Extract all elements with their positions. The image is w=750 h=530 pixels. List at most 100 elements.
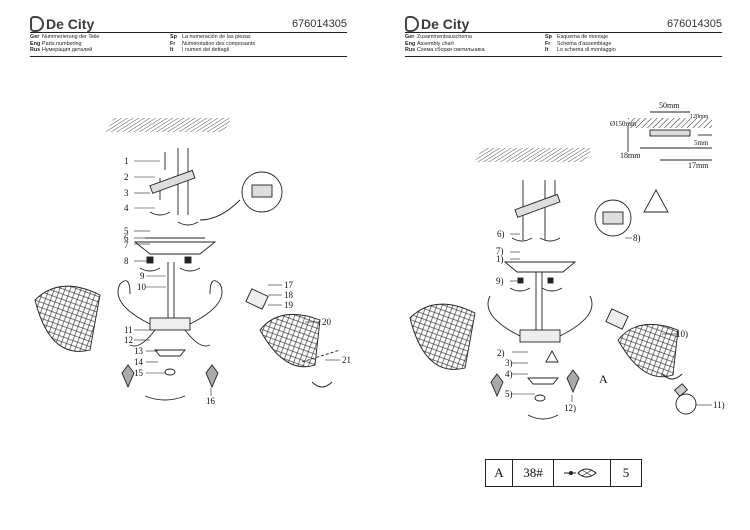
- crystal-pendant: [205, 364, 219, 389]
- mounting-bracket: [149, 169, 196, 194]
- part-label: 8: [124, 256, 129, 266]
- table-cell-letter: A: [486, 460, 513, 486]
- bulb-icon: [675, 393, 697, 415]
- nut: [146, 256, 154, 264]
- arm: [184, 329, 211, 347]
- dimension-label: 50mm: [659, 101, 680, 110]
- part-label: 12: [124, 335, 133, 345]
- brand-logo: De City: [30, 16, 94, 32]
- part-label: 10: [137, 282, 147, 292]
- rotate-arrow: [149, 211, 171, 216]
- step-label: 5): [505, 389, 513, 399]
- legend-rule: [405, 56, 722, 57]
- canopy: [503, 261, 577, 273]
- table-cell-size: 38#: [513, 460, 554, 486]
- bulb: [301, 349, 341, 363]
- finial-plate: [527, 377, 559, 385]
- step-label: 6): [497, 229, 505, 239]
- rotate-arrow: [511, 237, 533, 242]
- crystal-pendant: [121, 364, 135, 389]
- dimension-label: 17mm: [688, 161, 709, 170]
- part-label: 5: [124, 226, 129, 236]
- glass-shade: [259, 313, 321, 368]
- dim-ceiling: [628, 118, 712, 128]
- hub: [519, 329, 561, 343]
- rotate-arrow: [527, 414, 559, 420]
- crystal-pendant: [566, 369, 580, 394]
- rotate-arrow: [661, 373, 683, 380]
- marker-a: A: [599, 372, 608, 386]
- step-label: 11): [713, 400, 725, 410]
- rotate-arrow: [179, 267, 201, 272]
- part-label: 14: [134, 357, 144, 367]
- dim-bracket: [649, 129, 691, 137]
- dimension-label: 18mm: [620, 151, 641, 160]
- step-label: 1): [496, 254, 504, 264]
- step-label: 10): [676, 329, 688, 339]
- part-label: 1: [124, 156, 129, 166]
- arm: [487, 295, 521, 337]
- part-label: 11: [124, 325, 133, 335]
- left-part-labels: 1 2 3 4 5 6 7 8 9 10 11 12 13 14 15 16 1…: [124, 156, 351, 406]
- part-label: 15: [134, 368, 144, 378]
- rotate-arrow: [311, 381, 333, 388]
- step-label: 9): [496, 276, 504, 286]
- header-rule: [30, 32, 347, 33]
- terminal-block: [602, 211, 624, 225]
- dimension-label: 120mm: [690, 114, 709, 120]
- step-label: 8): [633, 233, 641, 243]
- header-rule: [405, 32, 722, 33]
- logo-mark-icon: [30, 16, 44, 32]
- nut: [517, 277, 524, 284]
- part-label: 7: [124, 240, 129, 250]
- legend-rule: [30, 56, 347, 57]
- part-label: 21: [342, 355, 351, 365]
- canopy: [133, 241, 217, 255]
- brand-name: De City: [46, 16, 95, 32]
- right-assembly-view: [409, 111, 712, 420]
- rotate-arrow: [541, 287, 563, 292]
- terminal-block: [251, 184, 273, 198]
- nut: [547, 277, 554, 284]
- table-cell-crystal: [554, 460, 611, 486]
- arm: [129, 329, 156, 347]
- dimension-label: Ø150mm: [610, 120, 637, 128]
- part-label: 20: [322, 317, 332, 327]
- model-number: 676014305: [666, 18, 722, 30]
- right-step-labels: 6) 7) 1) 9) 2) 3) 4) 5) 12) 10) 11) 8) A: [496, 229, 725, 413]
- part-label: 6: [124, 233, 129, 243]
- rotate-arrow: [177, 221, 199, 226]
- left-exploded-view: [34, 118, 341, 401]
- part-label: 4: [124, 203, 129, 213]
- part-label: 3: [124, 188, 129, 198]
- dimension-labels: Ø150mm 50mm 120mm 5mm 18mm 17mm: [610, 101, 709, 170]
- model-number: 676014305: [291, 18, 347, 30]
- hub: [149, 317, 191, 331]
- table-cell-qty: 5: [622, 465, 630, 480]
- brand-name: De City: [421, 16, 470, 32]
- dimension-label: 5mm: [694, 139, 709, 147]
- arm: [117, 280, 151, 325]
- ceiling-hatch: [474, 148, 593, 162]
- mounting-bracket: [514, 193, 561, 218]
- glass-shade: [409, 303, 476, 370]
- crystal-pendant: [490, 373, 504, 398]
- step-label: 2): [497, 348, 505, 358]
- electric-warning-icon: [643, 189, 669, 213]
- step-label: 7): [496, 246, 504, 256]
- step-label: 3): [505, 358, 513, 368]
